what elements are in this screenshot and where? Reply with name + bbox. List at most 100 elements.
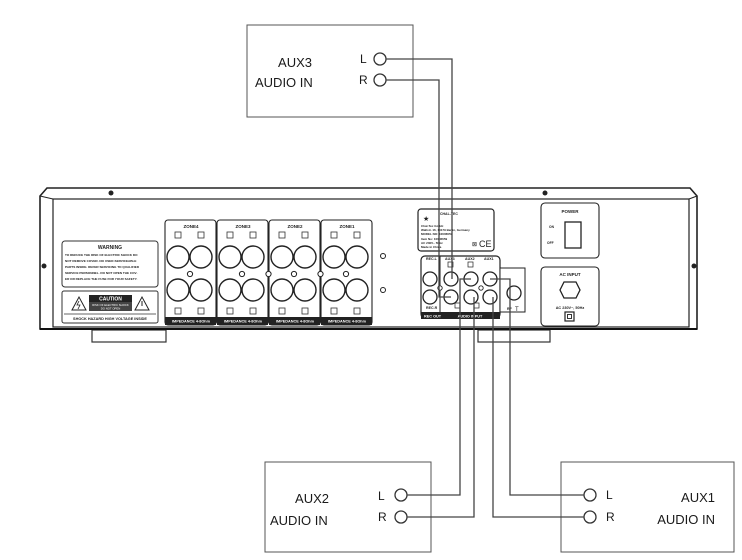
aux2-right-label: R (378, 510, 387, 524)
aux1-left-label: L (606, 488, 613, 502)
aux3-l-jack[interactable] (443, 271, 459, 287)
screw-icon (691, 263, 697, 269)
power-switch[interactable] (564, 221, 582, 249)
rec-r-label: REC.R (426, 306, 438, 310)
amplifier-rear-panel: WARNING TO REDUCE THE RISK OF ELECTRIC S… (39, 187, 698, 343)
plate-line: Wallstr. 16, 10179 Berlin, Germany (421, 228, 470, 232)
warning-line: PARTS INSIDE. REFER SERVICING TO QUALIFI… (65, 265, 140, 269)
caution-title: CAUTION (99, 297, 122, 303)
screw-icon (108, 190, 114, 196)
caution-sub: RISK OF ELECTRIC SHOCK (92, 303, 129, 307)
cable-aux2-left (407, 278, 471, 496)
speaker-terminal[interactable] (322, 278, 346, 302)
cable-aux1-left (490, 278, 584, 496)
left-foot (91, 329, 167, 343)
ce-mark-icon: CE (479, 239, 492, 249)
speaker-terminal[interactable] (270, 245, 294, 269)
brand-text: CHAL-TEC (440, 212, 458, 216)
rec-r-jack[interactable] (422, 289, 438, 305)
aux3-source-box: AUX3 AUDIO IN L R (246, 24, 414, 118)
plate-line: AC 230V~ 50Hz (421, 241, 443, 245)
speaker-terminal[interactable] (270, 278, 294, 302)
aux1-right-jack[interactable] (583, 510, 597, 524)
warning-label: WARNING TO REDUCE THE RISK OF ELECTRIC S… (61, 240, 159, 288)
ac-inlet-socket[interactable] (559, 281, 581, 299)
power-panel: POWER ON OFF (540, 202, 600, 259)
aux1-subtitle: AUDIO IN (657, 512, 715, 527)
aux3-left-label: L (360, 52, 367, 66)
zone-name: ZONE3 (235, 224, 251, 229)
zone-impedance: IMPEDANCE 4-8Ohm (224, 320, 263, 324)
rec-out-label: REC OUT (424, 315, 442, 319)
screw-icon (542, 190, 548, 196)
speaker-terminal[interactable] (345, 278, 369, 302)
aux2-r-jack[interactable] (463, 289, 479, 305)
warning-line: NOT REMOVE COVER. NO USER-SERVICEABLE (65, 259, 136, 263)
caution-footer: SHOCK HAZARD HIGH VOLTAGE INSIDE (73, 317, 147, 321)
zone-impedance: IMPEDANCE 4-8Ohm (328, 320, 367, 324)
zone-impedance: IMPEDANCE 4-8Ohm (276, 320, 315, 324)
aux1-name: AUX1 (681, 490, 715, 505)
speaker-terminal[interactable] (293, 278, 317, 302)
power-on-label: ON (549, 225, 555, 229)
cable-aux3-left (386, 58, 453, 279)
speaker-terminal[interactable] (218, 245, 242, 269)
zone-name: ZONE1 (339, 224, 355, 229)
aux1-left-jack[interactable] (583, 488, 597, 502)
cable-aux1-right (492, 297, 584, 518)
aux2-right-jack[interactable] (394, 510, 408, 524)
speaker-terminal[interactable] (293, 245, 317, 269)
aux1-right-label: R (606, 510, 615, 524)
aux3-left-jack[interactable] (373, 52, 387, 66)
weee-bin-icon: ⊠ (472, 242, 477, 248)
caution-sub: DO NOT OPEN (101, 307, 121, 311)
aux2-left-label: L (378, 489, 385, 503)
star-icon: ★ (423, 215, 429, 223)
rec-l-label: REC.L (426, 257, 438, 261)
plate-line: Item No: 10006659 (421, 237, 448, 241)
right-foot (477, 329, 551, 343)
aux3-right-label: R (359, 73, 368, 87)
speaker-terminal[interactable] (166, 245, 190, 269)
speaker-terminal[interactable] (189, 278, 213, 302)
cables (386, 58, 584, 518)
warning-line: ER OR REPLACE THE FUSE FOR YOUR SAFETY. (65, 277, 138, 281)
speaker-terminal[interactable] (241, 278, 265, 302)
rec-l-jack[interactable] (422, 271, 438, 287)
speaker-terminal[interactable] (322, 245, 346, 269)
audio-input-label: AUDIO INPUT (458, 315, 483, 319)
warning-line: TO REDUCE THE RISK OF ELECTRIC SHOCK DO (65, 253, 138, 257)
cable-aux2-right (407, 297, 475, 518)
cable-aux3-right (386, 79, 451, 298)
speaker-terminal[interactable] (166, 278, 190, 302)
zone-impedance: IMPEDANCE 4-8Ohm (172, 320, 211, 324)
power-title: POWER (561, 209, 579, 214)
speaker-terminal[interactable] (345, 245, 369, 269)
ac-input-title: AC INPUT (559, 272, 581, 277)
aux2-input-label: AUX2 (465, 257, 475, 261)
aux1-r-jack[interactable] (482, 289, 498, 305)
ac-input-panel: AC INPUT AC 230V~, 50Hz (540, 266, 600, 327)
warning-line: SERVICE PERSONNEL. DO NOT OPEN THE COV- (65, 271, 138, 275)
aux3-right-jack[interactable] (373, 73, 387, 87)
antenna-icon: T (515, 307, 519, 313)
aux2-subtitle: AUDIO IN (270, 513, 328, 528)
rf-antenna-jack[interactable] (506, 285, 522, 301)
zone-name: ZONE2 (287, 224, 303, 229)
aux3-subtitle: AUDIO IN (255, 75, 313, 90)
ac-rating-label: AC 230V~, 50Hz (556, 306, 585, 310)
speaker-terminal[interactable] (189, 245, 213, 269)
speaker-terminal[interactable] (241, 245, 265, 269)
speaker-terminal[interactable] (218, 278, 242, 302)
aux1-source-box: AUX1 AUDIO IN L R (560, 461, 735, 553)
plate-line: Made in China (421, 245, 442, 249)
aux2-left-jack[interactable] (394, 488, 408, 502)
caution-label: CAUTION RISK OF ELECTRIC SHOCK DO NOT OP… (61, 290, 159, 324)
rating-label-plate: ★ CHAL-TEC Chal-Tec GmbH Wallstr. 16, 10… (417, 208, 495, 252)
